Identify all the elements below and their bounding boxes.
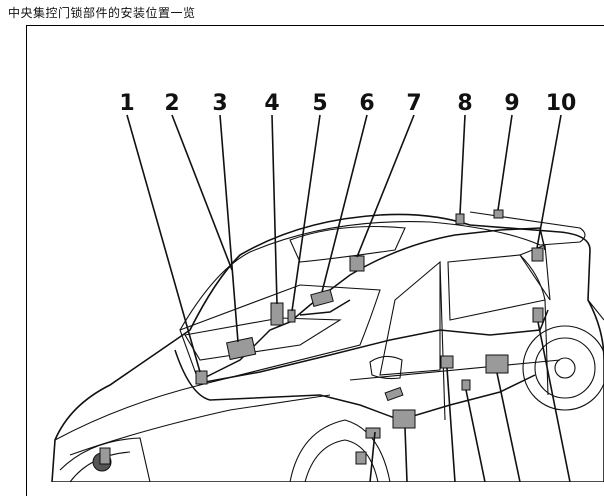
callout-1: 1 [119, 91, 134, 116]
component-6 [310, 289, 334, 307]
component-10 [531, 247, 544, 262]
callout-5: 5 [312, 91, 327, 116]
leader-lines [126, 114, 571, 482]
component-5 [287, 309, 296, 323]
front-door-lock [365, 427, 381, 439]
rear-door-lock [532, 307, 544, 323]
front-door-handle [440, 355, 454, 369]
callout-9: 9 [504, 91, 519, 116]
callout-7: 7 [406, 91, 421, 116]
callout-8: 8 [457, 91, 472, 116]
component-7 [349, 255, 365, 272]
page-title: 中央集控门锁部件的安装位置一览 [8, 6, 196, 20]
component-4 [270, 302, 284, 326]
component-9 [493, 209, 504, 219]
front-door-unit [384, 386, 404, 402]
component-3 [226, 336, 257, 361]
callout-4: 4 [264, 91, 279, 116]
car-component-diagram: 1 2 3 4 5 6 7 8 9 10 [51, 91, 604, 482]
front-door-module [392, 409, 416, 429]
car-body [51, 211, 604, 482]
front-sensor [99, 447, 111, 465]
callout-labels: 1 2 3 4 5 6 7 8 9 10 [119, 91, 576, 116]
callout-2: 2 [164, 91, 179, 116]
diagram-frame [26, 25, 604, 496]
callout-10: 10 [546, 91, 577, 116]
lower-door-part [355, 451, 367, 465]
callout-6: 6 [359, 91, 374, 116]
component-8 [455, 213, 465, 225]
component-1 [195, 370, 208, 385]
callout-3: 3 [212, 91, 227, 116]
rear-door-module [485, 354, 509, 374]
door-contact [461, 379, 471, 391]
